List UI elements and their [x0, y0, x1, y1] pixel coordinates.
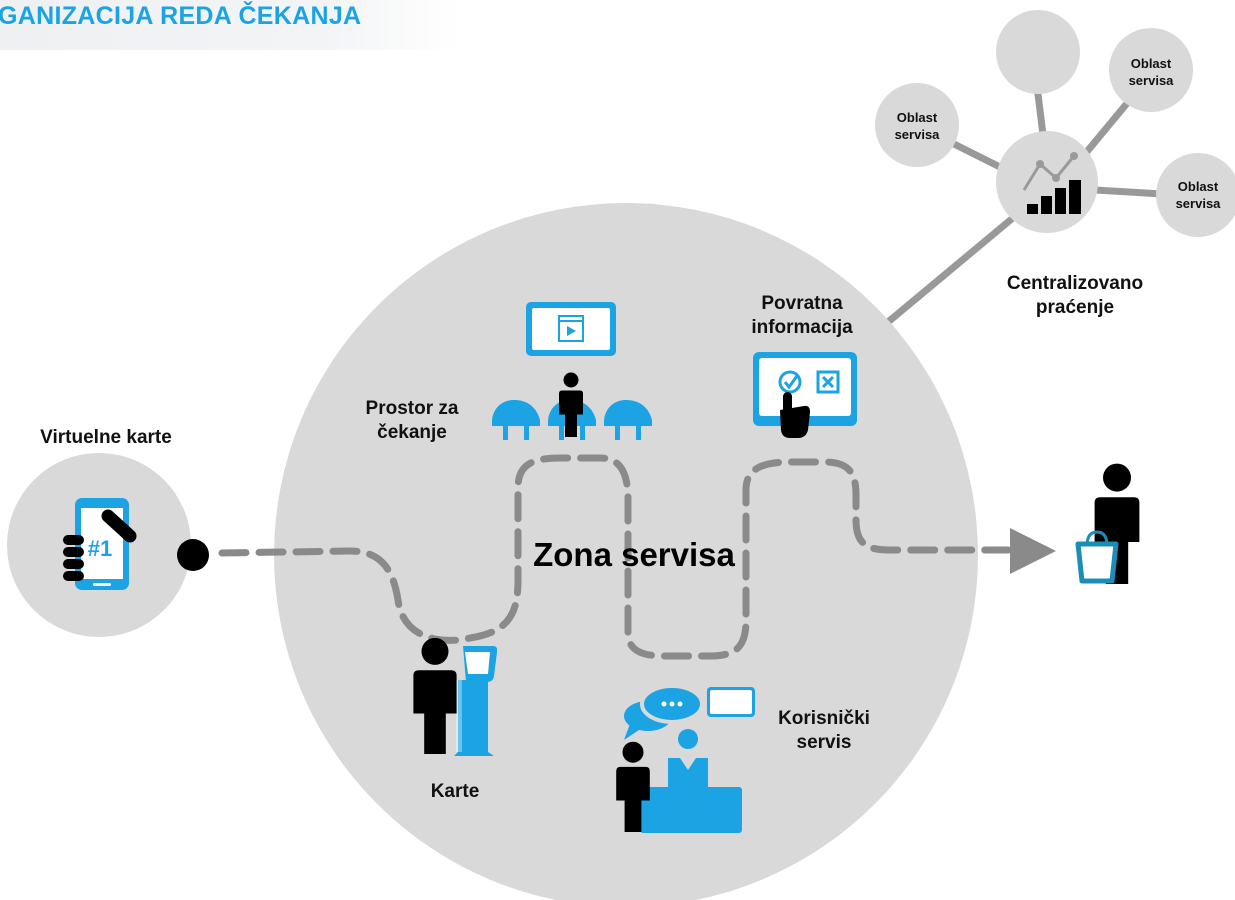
- chair-icon: [604, 400, 652, 440]
- service-area-label-3: Oblast: [1178, 179, 1219, 194]
- title-bar: [0, 0, 460, 50]
- feedback-label: Povratna: [761, 293, 843, 314]
- tickets-label: Karte: [431, 781, 480, 802]
- waiting-area-label: Prostor za: [366, 398, 459, 419]
- monitoring-network: Oblast servisa Oblast servisa Oblast ser…: [875, 10, 1235, 326]
- display-screen-icon: [707, 687, 755, 717]
- arrow-right-icon: [1010, 528, 1056, 574]
- checkmark-icon: [783, 375, 799, 390]
- display-screen-icon: [526, 302, 616, 356]
- service-zone-label: Zona servisa: [533, 536, 735, 573]
- chat-bubble-icon: [624, 684, 704, 740]
- cross-icon: [816, 370, 840, 394]
- kiosk-icon: [454, 646, 498, 756]
- service-area-label-3b: servisa: [1176, 196, 1222, 211]
- checkmark-icon: [778, 370, 802, 394]
- service-area-node: [1156, 153, 1235, 237]
- monitoring-hub: [996, 131, 1098, 233]
- page-title: GANIZACIJA REDA ČEKANJA: [0, 2, 362, 30]
- virtual-tickets-label: Virtuelne karte: [40, 427, 172, 448]
- pointer-hand-icon: [780, 392, 810, 438]
- path-start-dot: [177, 539, 209, 571]
- chair-icon: [492, 400, 540, 440]
- service-area-label-2b: servisa: [895, 127, 941, 142]
- feedback-terminal-icon: [753, 352, 857, 438]
- monitoring-label: Centralizovano: [1007, 273, 1143, 294]
- desk-icon: [640, 729, 742, 833]
- dashed-path-line: [218, 454, 1012, 660]
- service-area-label-2: Oblast: [897, 110, 938, 125]
- hand-icon: [63, 509, 137, 581]
- play-icon: [567, 326, 576, 336]
- service-area-label-1: Oblast: [1131, 56, 1172, 71]
- monitoring-label-2: praćenje: [1036, 297, 1114, 318]
- service-area-node: [875, 83, 959, 167]
- analytics-chart-icon: [1022, 152, 1081, 214]
- customer-path: [177, 454, 1056, 660]
- service-area-label-1b: servisa: [1129, 73, 1175, 88]
- feedback-label-2: informacija: [751, 317, 853, 338]
- service-area-node: [996, 10, 1080, 94]
- shopping-bag-icon: [1075, 530, 1119, 584]
- customer-service-label: Korisnički: [778, 708, 870, 729]
- customer-service-label-2: servis: [797, 732, 852, 753]
- connector-line-feedback: [884, 208, 1024, 326]
- ticket-number: #1: [88, 536, 112, 561]
- service-area-node: [1109, 28, 1193, 112]
- waiting-area-label-2: čekanje: [377, 422, 447, 443]
